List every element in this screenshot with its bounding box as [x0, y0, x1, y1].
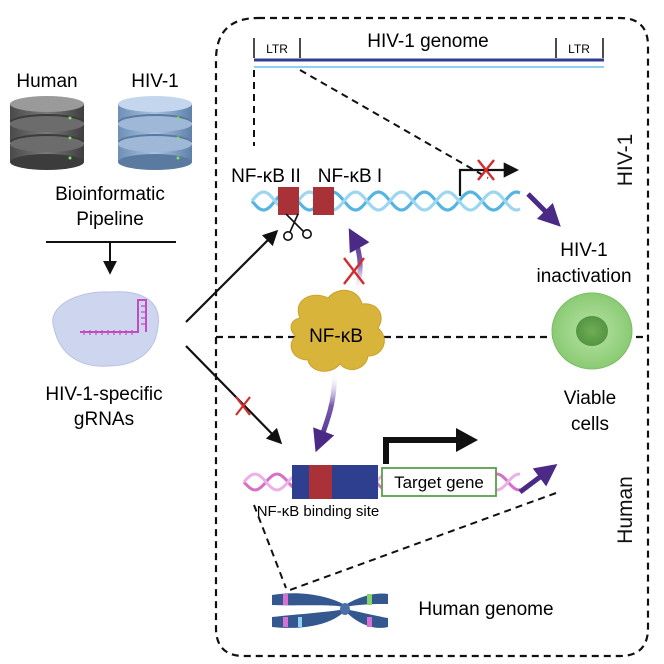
- cas9-grna-icon: [52, 291, 159, 367]
- human-genome-label: Human genome: [418, 599, 553, 620]
- arrow-to-viable-cells: [518, 463, 558, 494]
- arrow-to-hiv-inactivation: [526, 192, 561, 227]
- hiv-database-label: HIV-1: [131, 71, 179, 92]
- chromosome-icon: [272, 593, 388, 628]
- transcription-arrow-human: [383, 437, 458, 464]
- human-nfkb-binding-box: [309, 465, 332, 499]
- nfkb-protein-icon: [290, 289, 385, 372]
- nfkb-site-1-box: [313, 187, 334, 215]
- region-label-human: Human: [614, 476, 637, 544]
- hiv-genome-title: HIV-1 genome: [367, 31, 488, 52]
- arrow-to-hiv-ltr: [185, 229, 279, 323]
- hiv-inactivation-line2: inactivation: [536, 266, 631, 287]
- hiv-database-icon: [118, 96, 192, 170]
- pipeline-label-line2: Pipeline: [76, 209, 144, 230]
- human-gene-block: [292, 465, 378, 499]
- human-database-icon: [10, 96, 84, 170]
- transcription-arrow-hiv: [458, 162, 520, 196]
- nfkb-site-2-box: [278, 187, 299, 215]
- nfkb-protein-label: NF-κB: [309, 326, 363, 347]
- pipeline-label-line1: Bioinformatic: [55, 184, 165, 205]
- transcription-arrowhead-human: [456, 428, 478, 452]
- region-label-hiv: HIV-1: [614, 134, 637, 187]
- arrow-nfkb-to-human-site: [313, 371, 337, 453]
- zoom-line-right: [299, 69, 489, 179]
- viable-cell-icon: [551, 292, 633, 370]
- arrow-to-human-site: [185, 345, 283, 445]
- hiv-genome-line: [253, 38, 604, 68]
- cross-icon-transcription: [477, 159, 495, 181]
- viable-cells-line1: Viable: [564, 388, 616, 409]
- target-gene-label: Target gene: [394, 473, 484, 492]
- grna-label-line1: HIV-1-specific: [45, 384, 162, 405]
- grna-label-line2: gRNAs: [74, 409, 134, 430]
- ltr-right-label: LTR: [568, 42, 590, 56]
- scissors-icon: [282, 213, 312, 242]
- nfkb-site-1-label: NF-κB I: [318, 166, 382, 187]
- cross-icon-human-target: [235, 396, 251, 416]
- ltr-left-label: LTR: [266, 42, 288, 56]
- viable-cells-line2: cells: [571, 414, 609, 435]
- zoom-line-human-left: [253, 504, 287, 589]
- cross-icon-nfkb-binding: [343, 257, 365, 285]
- human-database-label: Human: [16, 71, 77, 92]
- binding-site-label: NF-κB binding site: [257, 503, 380, 520]
- target-gene-box: [381, 467, 497, 497]
- nfkb-site-2-label: NF-κB II: [231, 166, 301, 187]
- hiv-inactivation-line1: HIV-1: [560, 240, 608, 261]
